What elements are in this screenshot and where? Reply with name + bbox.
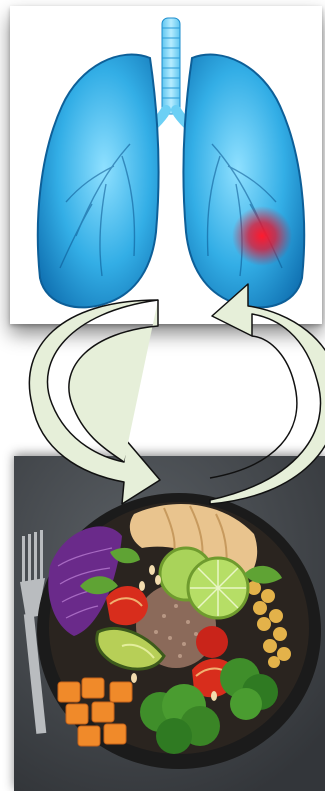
inflammation-hotspot [232, 206, 292, 266]
right-lung [184, 55, 305, 308]
lungs-panel [10, 6, 322, 324]
food-panel [14, 456, 325, 791]
healthy-food-bowl-icon [14, 456, 325, 791]
lungs-illustration-icon [10, 6, 322, 324]
left-lung [38, 55, 159, 308]
